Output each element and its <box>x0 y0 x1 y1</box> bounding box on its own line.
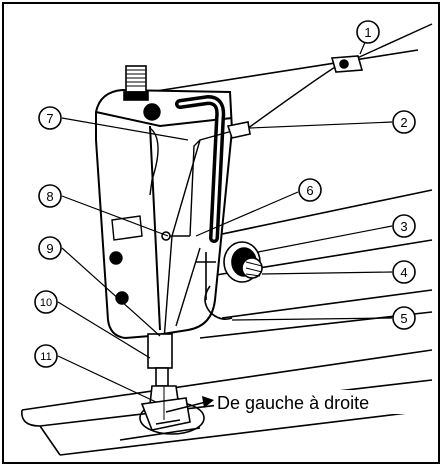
callout-1-circle <box>356 20 380 44</box>
machine-head <box>95 88 234 340</box>
callout-4-circle <box>392 260 416 284</box>
callout-7: 7 <box>46 111 53 126</box>
machine-bed <box>21 349 433 456</box>
take-up-lever-guide <box>175 94 226 243</box>
callout-2-circle <box>392 110 416 134</box>
faceplate-details <box>109 103 161 305</box>
direction-label: De gauche à droite <box>217 393 369 413</box>
callout-8: 8 <box>46 189 53 204</box>
callout-5: 5 <box>400 311 407 326</box>
callout-4: 4 <box>400 265 407 280</box>
callout-11-circle <box>34 344 58 368</box>
callout-6-circle <box>298 178 322 202</box>
callout-8-circle <box>38 184 62 208</box>
callout-9-circle <box>38 236 62 260</box>
callout-5-circle <box>392 306 416 330</box>
callout-2: 2 <box>400 115 407 130</box>
direction-label-bg <box>214 390 436 414</box>
callout-1: 1 <box>364 25 371 40</box>
callout-6: 6 <box>306 183 313 198</box>
tension-assembly <box>196 241 263 320</box>
callout-markers <box>34 20 416 368</box>
callout-3: 3 <box>400 219 407 234</box>
callout-11: 11 <box>40 351 51 363</box>
callout-10-circle <box>34 290 58 314</box>
callout-7-circle <box>38 106 62 130</box>
callout-leaders <box>57 39 393 403</box>
top-knob <box>123 65 149 101</box>
callout-numbers: 1 2 3 4 5 6 7 8 9 10 11 <box>40 25 408 363</box>
callout-9: 9 <box>46 241 53 256</box>
direction-arrow <box>165 396 214 413</box>
callout-10: 10 <box>40 297 52 309</box>
needle-and-presser-foot <box>140 333 191 431</box>
callout-3-circle <box>392 214 416 238</box>
